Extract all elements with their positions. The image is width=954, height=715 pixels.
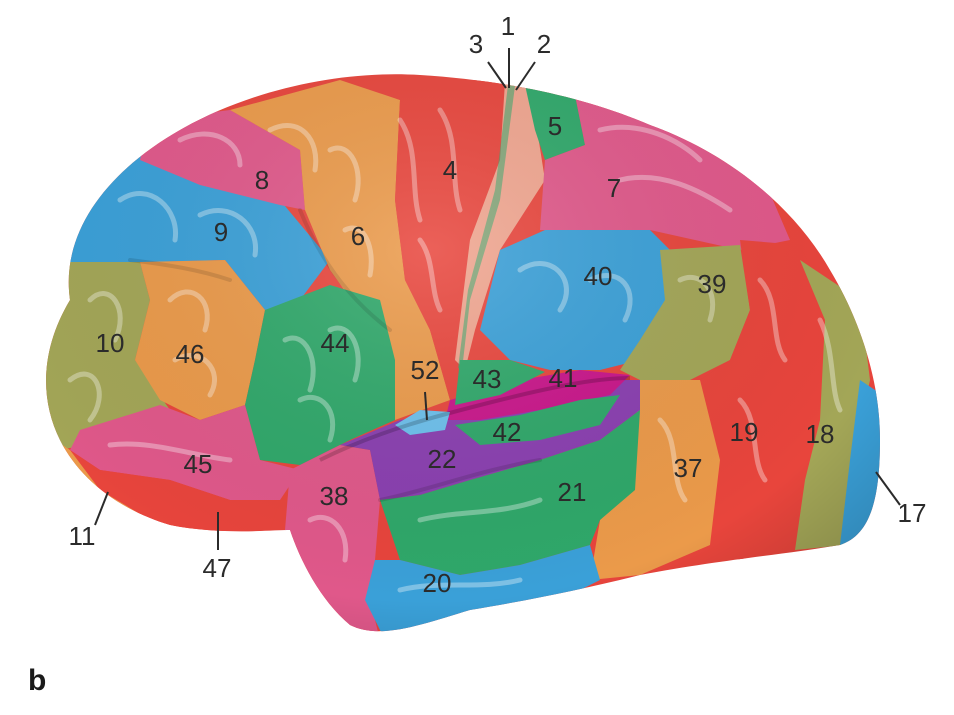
label-46: 46 (176, 339, 205, 369)
label-4: 4 (443, 155, 457, 185)
label-21: 21 (558, 477, 587, 507)
leader-2 (515, 61, 536, 91)
label-9: 9 (214, 217, 228, 247)
label-41: 41 (549, 363, 578, 393)
label-37: 37 (674, 453, 703, 483)
leader-3 (487, 61, 507, 89)
label-7: 7 (607, 173, 621, 203)
label-52: 52 (411, 355, 440, 385)
label-40: 40 (584, 261, 613, 291)
leader-17 (875, 471, 901, 506)
figure-panel-letter: b (28, 664, 47, 697)
label-10: 10 (96, 328, 125, 358)
label-1: 1 (501, 11, 515, 41)
label-47: 47 (203, 553, 232, 583)
label-39: 39 (698, 269, 727, 299)
label-42: 42 (493, 417, 522, 447)
label-22: 22 (428, 444, 457, 474)
label-45: 45 (184, 449, 213, 479)
label-43: 43 (473, 364, 502, 394)
label-44: 44 (321, 328, 350, 358)
leader-11 (94, 491, 109, 526)
label-3: 3 (469, 29, 483, 59)
label-38: 38 (320, 481, 349, 511)
label-20: 20 (423, 568, 452, 598)
label-17: 17 (898, 498, 927, 528)
label-8: 8 (255, 165, 269, 195)
region-labels: 1 3 2 5 4 8 7 9 6 40 39 10 44 46 52 43 4… (69, 11, 927, 598)
lateral-sulcus (319, 376, 631, 462)
leader-lines (94, 48, 901, 550)
label-11: 11 (69, 521, 96, 551)
label-5: 5 (548, 111, 562, 141)
label-6: 6 (351, 221, 365, 251)
label-18: 18 (806, 419, 835, 449)
label-2: 2 (537, 29, 551, 59)
label-19: 19 (730, 417, 759, 447)
leader-52 (424, 391, 428, 421)
